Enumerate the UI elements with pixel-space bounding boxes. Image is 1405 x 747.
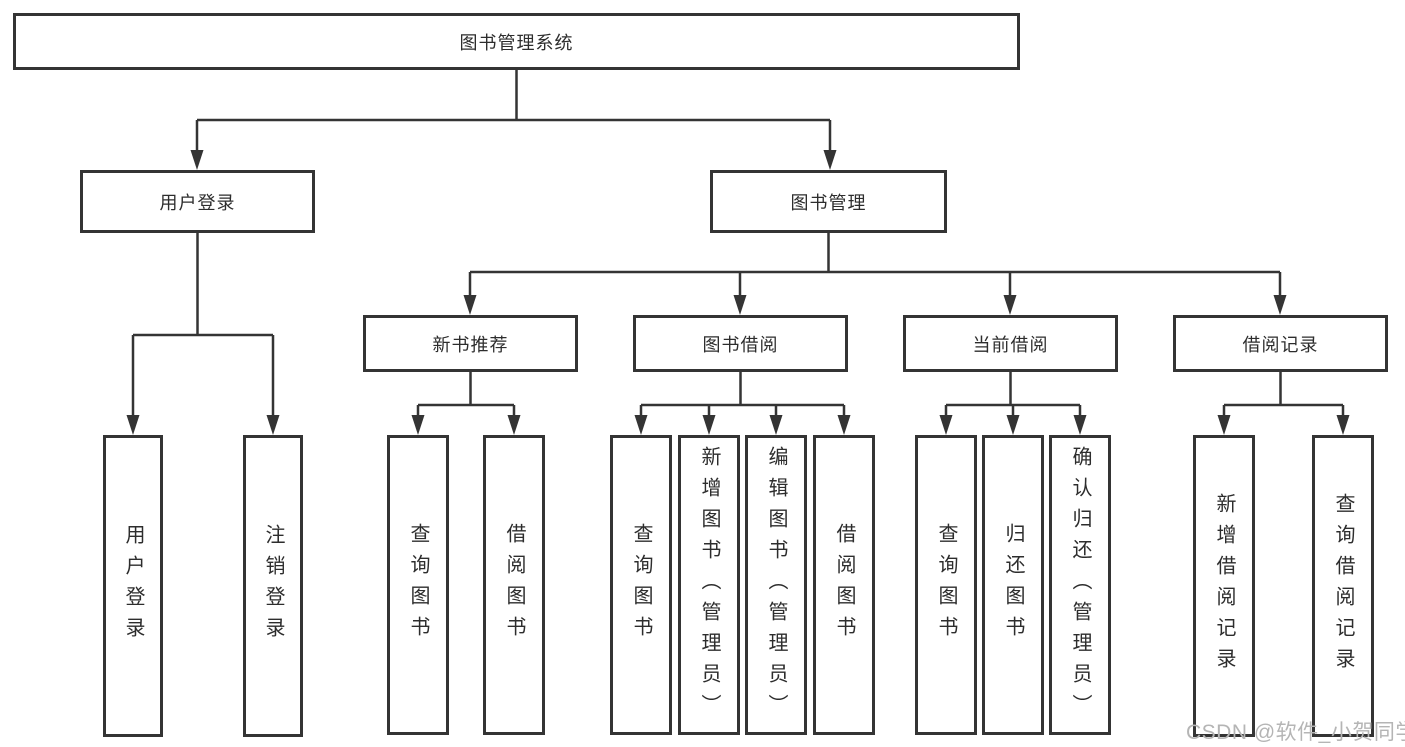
node-root: 图书管理系统 [13, 13, 1020, 70]
connector-root-to-level2 [190, 70, 837, 170]
arrowhead [823, 150, 837, 170]
arrowhead [1006, 415, 1020, 435]
node-user-login-label: 用户登录 [159, 192, 236, 213]
arrowhead [769, 415, 783, 435]
node-current-borrow-label: 当前借阅 [972, 334, 1049, 355]
arrowhead [1336, 415, 1350, 435]
arrowhead [1073, 415, 1087, 435]
connector-book-borrow-to-leaves [634, 372, 851, 435]
node-book-borrow: 图书借阅 [633, 315, 848, 372]
connector-new-book-recommend-to-leaves [411, 372, 521, 435]
leaf-recommend-query-books-label: 查询图书 [407, 523, 429, 647]
arrowhead [411, 415, 425, 435]
leaf-records-query-record: 查询借阅记录 [1312, 435, 1374, 737]
leaf-borrow-borrow-books-label: 借阅图书 [833, 523, 855, 647]
leaf-recommend-borrow-books: 借阅图书 [483, 435, 545, 735]
leaf-current-return-books: 归还图书 [982, 435, 1044, 735]
leaf-borrow-query-books: 查询图书 [610, 435, 672, 735]
arrowhead [1217, 415, 1231, 435]
leaf-records-add-record-label: 新增借阅记录 [1213, 493, 1235, 679]
csdn-watermark: CSDN @软件_小贺同学 [1186, 721, 1405, 744]
arrowhead [126, 415, 140, 435]
arrowhead [702, 415, 716, 435]
leaf-borrow-edit-books-admin: 编辑图书（管理员） [745, 435, 807, 735]
arrowhead [190, 150, 204, 170]
node-borrow-records: 借阅记录 [1173, 315, 1388, 372]
connector-current-borrow-to-leaves [939, 372, 1087, 435]
node-book-borrow-label: 图书借阅 [702, 334, 779, 355]
leaf-logout: 注销登录 [243, 435, 303, 737]
leaf-borrow-edit-books-admin-label: 编辑图书（管理员） [765, 445, 787, 725]
leaf-borrow-add-books-admin: 新增图书（管理员） [678, 435, 740, 735]
leaf-records-query-record-label: 查询借阅记录 [1332, 493, 1354, 679]
leaf-recommend-query-books: 查询图书 [387, 435, 449, 735]
arrowhead [634, 415, 648, 435]
leaf-current-confirm-return-admin: 确认归还（管理员） [1049, 435, 1111, 735]
node-user-login: 用户登录 [80, 170, 315, 233]
leaf-logout-label: 注销登录 [262, 524, 284, 648]
leaf-current-confirm-return-admin-label: 确认归还（管理员） [1069, 445, 1091, 725]
arrowhead [507, 415, 521, 435]
leaf-current-query-books-label: 查询图书 [935, 523, 957, 647]
node-root-label: 图书管理系统 [459, 32, 574, 53]
leaf-current-query-books: 查询图书 [915, 435, 977, 735]
node-current-borrow: 当前借阅 [903, 315, 1118, 372]
node-new-book-recommend: 新书推荐 [363, 315, 578, 372]
leaf-user-login: 用户登录 [103, 435, 163, 737]
arrowhead [837, 415, 851, 435]
node-book-management: 图书管理 [710, 170, 947, 233]
connector-borrow-records-to-leaves [1217, 372, 1350, 435]
leaf-current-return-books-label: 归还图书 [1002, 523, 1024, 647]
leaf-borrow-borrow-books: 借阅图书 [813, 435, 875, 735]
leaf-borrow-query-books-label: 查询图书 [630, 523, 652, 647]
arrowhead [463, 295, 477, 315]
arrowhead [733, 295, 747, 315]
node-borrow-records-label: 借阅记录 [1242, 334, 1319, 355]
leaf-user-login-label: 用户登录 [122, 524, 144, 648]
arrowhead [939, 415, 953, 435]
node-book-management-label: 图书管理 [790, 192, 867, 213]
leaf-records-add-record: 新增借阅记录 [1193, 435, 1255, 737]
arrowhead [1273, 295, 1287, 315]
connector-user-login-to-leaves [126, 233, 280, 435]
connector-book-management-to-level3 [463, 233, 1287, 315]
leaf-recommend-borrow-books-label: 借阅图书 [503, 523, 525, 647]
node-new-book-recommend-label: 新书推荐 [432, 334, 509, 355]
leaf-borrow-add-books-admin-label: 新增图书（管理员） [698, 445, 720, 725]
arrowhead [1003, 295, 1017, 315]
arrowhead [266, 415, 280, 435]
